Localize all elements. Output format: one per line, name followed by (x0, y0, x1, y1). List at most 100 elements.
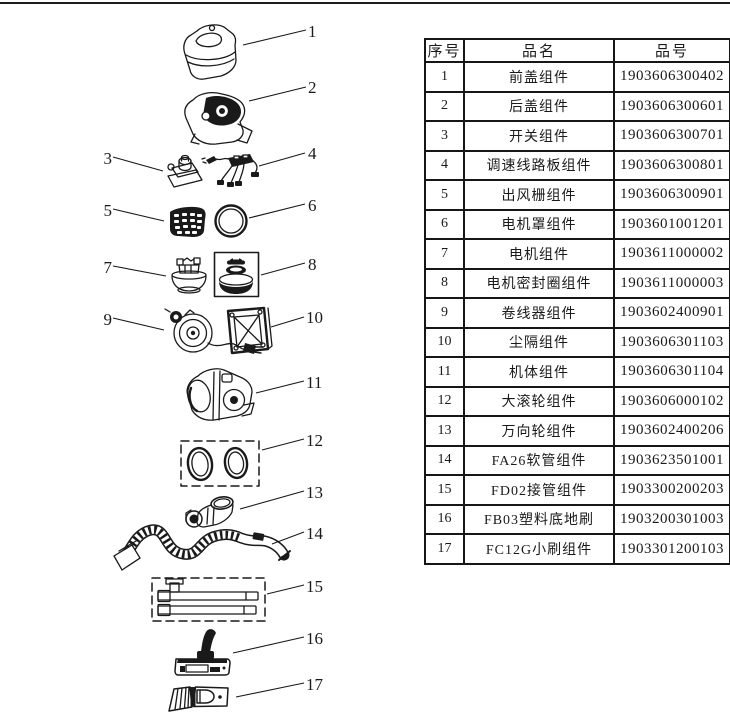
table-cell-code: 1903606300701 (613, 120, 730, 152)
table-cell-name: 调速线路板组件 (463, 149, 615, 182)
table-cell-code: 1903623501001 (613, 444, 730, 477)
table-cell-no: 17 (424, 533, 465, 565)
table-header-code: 品号 (613, 38, 730, 63)
table-cell-name: 电机密封圈组件 (463, 267, 615, 300)
table-cell-no: 8 (424, 267, 465, 300)
table-cell-no: 6 (424, 208, 465, 241)
table-cell-name: 电机罩组件 (463, 208, 615, 241)
callout-label-11: 11 (306, 373, 322, 392)
table-header-name: 品名 (463, 38, 615, 63)
table-cell-no: 14 (424, 444, 465, 477)
part-wiring-harness (201, 154, 259, 187)
table-header-no: 序号 (424, 38, 465, 63)
callout-label-12: 12 (306, 431, 323, 450)
table-cell-code: 1903200301003 (613, 503, 730, 536)
table-cell-code: 1903606300901 (613, 179, 730, 211)
callout-label-3: 3 (104, 149, 113, 168)
callout-label-15: 15 (306, 577, 323, 596)
callout-label-8: 8 (308, 255, 317, 274)
callout-label-13: 13 (306, 483, 323, 502)
part-big-rollers (180, 440, 260, 487)
table-cell-name: 开关组件 (463, 120, 615, 152)
part-floor-brush (174, 629, 231, 676)
table-cell-name: 前盖组件 (463, 61, 615, 93)
callout-numbers: 1 2 3 4 5 6 7 8 9 10 11 12 13 14 15 16 1… (104, 22, 324, 694)
table-cell-code: 1903301200103 (613, 533, 730, 565)
table-cell-name: 出风栅组件 (463, 179, 615, 211)
table-cell-no: 1 (424, 61, 465, 93)
table-cell-no: 5 (424, 179, 465, 211)
callout-label-9: 9 (104, 310, 113, 329)
table-cell-no: 2 (424, 90, 465, 123)
table-cell-no: 13 (424, 415, 465, 447)
callout-label-5: 5 (104, 201, 113, 220)
part-air-outlet-grille (170, 206, 206, 237)
table-cell-no: 16 (424, 503, 465, 536)
callout-label-16: 16 (306, 629, 323, 648)
table-cell-code: 1903606300601 (613, 90, 730, 123)
table-cell-name: 尘隔组件 (463, 326, 615, 359)
part-dust-grid-frame (226, 306, 273, 355)
table-cell-code: 1903611000003 (613, 267, 730, 300)
part-swivel-connector (185, 496, 234, 528)
table-header-row: 序号 品名 品号 (424, 38, 730, 63)
part-motor-cover-ring (214, 204, 248, 238)
callout-label-10: 10 (306, 308, 323, 327)
table-cell-code: 1903606300801 (613, 149, 730, 182)
table-cell-code: 1903606300402 (613, 61, 730, 93)
table-cell-name: FB03塑料底地刷 (463, 503, 615, 536)
table-cell-no: 4 (424, 149, 465, 182)
table-cell-name: 大滚轮组件 (463, 385, 615, 418)
table-cell-name: 后盖组件 (463, 90, 615, 123)
callout-label-2: 2 (308, 78, 317, 97)
callout-label-1: 1 (308, 22, 317, 41)
part-motor (171, 257, 207, 294)
table-cell-no: 3 (424, 120, 465, 152)
table-cell-code: 1903611000002 (613, 238, 730, 270)
table-cell-no: 11 (424, 356, 465, 388)
callout-label-6: 6 (308, 196, 317, 215)
table-cell-code: 1903606301103 (613, 326, 730, 359)
table-cell-code: 1903606000102 (613, 385, 730, 418)
callout-label-7: 7 (104, 258, 113, 277)
table-cell-no: 10 (424, 326, 465, 359)
table-cell-code: 1903601001201 (613, 208, 730, 241)
table-cell-name: FD02接管组件 (463, 474, 615, 506)
page-top-rule (0, 2, 730, 4)
table-cell-name: 卷线器组件 (463, 297, 615, 329)
part-rear-cover (184, 92, 253, 145)
part-motor-seal-set (213, 251, 260, 298)
callout-lines (112, 29, 307, 698)
part-switch (167, 154, 203, 188)
table-cell-code: 1903602400206 (613, 415, 730, 447)
callout-label-14: 14 (306, 524, 324, 543)
table-cell-name: 机体组件 (463, 356, 615, 388)
table-cell-no: 7 (424, 238, 465, 270)
part-hose (113, 524, 291, 571)
callout-label-17: 17 (306, 675, 324, 694)
part-front-cover (183, 24, 237, 80)
part-small-brush (168, 686, 229, 712)
table-cell-code: 1903606301104 (613, 356, 730, 388)
callout-label-4: 4 (308, 144, 317, 163)
table-cell-no: 9 (424, 297, 465, 329)
